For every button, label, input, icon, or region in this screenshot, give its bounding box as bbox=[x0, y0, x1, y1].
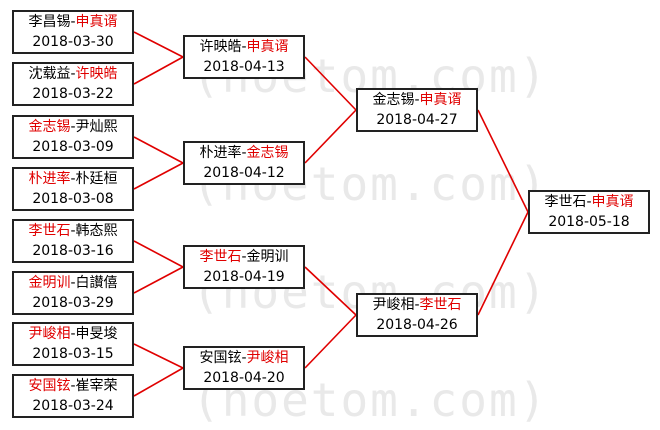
player-a: 朴进率 bbox=[28, 171, 71, 187]
player-a: 安国铉 bbox=[199, 350, 242, 366]
player-a: 李世石 bbox=[199, 249, 242, 265]
match-players: 许映皓-申真谞 bbox=[199, 39, 289, 55]
connector-r2-4 bbox=[304, 314, 357, 369]
player-b: 白讃僖 bbox=[75, 275, 118, 291]
player-b: 申旻埈 bbox=[75, 326, 118, 342]
player-a: 朴进率 bbox=[199, 145, 242, 161]
match-box-r1-4[interactable]: 朴进率-朴廷桓 2018-03-08 bbox=[12, 167, 134, 211]
player-b: 申真谞 bbox=[419, 92, 462, 108]
match-players: 尹峻相-申旻埈 bbox=[28, 326, 118, 342]
match-players: 安国铉-崔宰荣 bbox=[28, 378, 118, 394]
match-date: 2018-04-27 bbox=[376, 112, 458, 128]
match-date: 2018-04-12 bbox=[203, 165, 285, 181]
connector-r2-3 bbox=[304, 266, 357, 316]
match-date: 2018-04-19 bbox=[203, 269, 285, 285]
match-date: 2018-03-16 bbox=[32, 243, 114, 259]
player-a: 金志锡 bbox=[28, 119, 71, 135]
match-box-r2-3[interactable]: 李世石-金明训 2018-04-19 bbox=[183, 245, 305, 289]
connector-r2-1 bbox=[304, 56, 357, 111]
match-players: 尹峻相-李世石 bbox=[372, 297, 462, 313]
match-date: 2018-03-09 bbox=[32, 139, 114, 155]
match-date: 2018-04-20 bbox=[203, 370, 285, 386]
player-b: 申真谞 bbox=[75, 14, 118, 30]
connector-r1-4 bbox=[133, 162, 184, 190]
match-players: 金志锡-申真谞 bbox=[372, 92, 462, 108]
player-a: 李昌锡 bbox=[28, 14, 71, 30]
match-players: 朴进率-金志锡 bbox=[199, 145, 289, 161]
match-box-r3-2[interactable]: 尹峻相-李世石 2018-04-26 bbox=[356, 293, 478, 337]
connector-r1-1 bbox=[133, 31, 184, 58]
match-players: 李世石-申真谞 bbox=[544, 194, 634, 210]
match-box-r2-1[interactable]: 许映皓-申真谞 2018-04-13 bbox=[183, 35, 305, 79]
player-a: 金明训 bbox=[28, 275, 71, 291]
player-b: 金明训 bbox=[246, 249, 289, 265]
player-b: 尹峻相 bbox=[246, 350, 289, 366]
connector-r1-3 bbox=[133, 136, 184, 164]
player-a: 李世石 bbox=[544, 194, 587, 210]
match-date: 2018-04-13 bbox=[203, 59, 285, 75]
player-b: 申真谞 bbox=[246, 39, 289, 55]
match-box-r2-2[interactable]: 朴进率-金志锡 2018-04-12 bbox=[183, 141, 305, 185]
player-a: 沈载益 bbox=[28, 66, 71, 82]
connector-r1-7 bbox=[133, 343, 184, 369]
player-b: 韩态熙 bbox=[75, 223, 118, 239]
match-date: 2018-03-30 bbox=[32, 34, 114, 50]
player-a: 金志锡 bbox=[372, 92, 415, 108]
match-players: 李世石-韩态熙 bbox=[28, 223, 118, 239]
match-players: 沈载益-许映皓 bbox=[28, 66, 118, 82]
connector-r3-2 bbox=[477, 211, 529, 316]
match-players: 金志锡-尹灿熙 bbox=[28, 119, 118, 135]
match-date: 2018-03-24 bbox=[32, 398, 114, 414]
player-b: 申真谞 bbox=[591, 194, 634, 210]
match-date: 2018-05-18 bbox=[548, 214, 630, 230]
player-b: 尹灿熙 bbox=[75, 119, 118, 135]
player-b: 朴廷桓 bbox=[75, 171, 118, 187]
match-box-r1-3[interactable]: 金志锡-尹灿熙 2018-03-09 bbox=[12, 115, 134, 159]
match-box-r1-5[interactable]: 李世石-韩态熙 2018-03-16 bbox=[12, 219, 134, 263]
connector-r1-8 bbox=[133, 367, 184, 397]
player-b: 金志锡 bbox=[246, 145, 289, 161]
player-a: 许映皓 bbox=[199, 39, 242, 55]
match-players: 金明训-白讃僖 bbox=[28, 275, 118, 291]
match-players: 朴进率-朴廷桓 bbox=[28, 171, 118, 187]
match-players: 李昌锡-申真谞 bbox=[28, 14, 118, 30]
match-date: 2018-04-26 bbox=[376, 317, 458, 333]
connector-r1-5 bbox=[133, 240, 184, 268]
match-box-r3-1[interactable]: 金志锡-申真谞 2018-04-27 bbox=[356, 88, 478, 132]
match-date: 2018-03-22 bbox=[32, 86, 114, 102]
player-b: 崔宰荣 bbox=[75, 378, 118, 394]
player-a: 尹峻相 bbox=[372, 297, 415, 313]
player-a: 尹峻相 bbox=[28, 326, 71, 342]
connector-r1-2 bbox=[133, 56, 184, 85]
match-box-r1-1[interactable]: 李昌锡-申真谞 2018-03-30 bbox=[12, 10, 134, 54]
match-players: 李世石-金明训 bbox=[199, 249, 289, 265]
player-b: 李世石 bbox=[419, 297, 462, 313]
match-box-r1-8[interactable]: 安国铉-崔宰荣 2018-03-24 bbox=[12, 374, 134, 418]
connector-r1-6 bbox=[133, 266, 184, 294]
connector-r3-1 bbox=[477, 109, 529, 213]
match-date: 2018-03-08 bbox=[32, 191, 114, 207]
match-box-r2-4[interactable]: 安国铉-尹峻相 2018-04-20 bbox=[183, 346, 305, 390]
player-a: 安国铉 bbox=[28, 378, 71, 394]
match-date: 2018-03-15 bbox=[32, 346, 114, 362]
match-box-r1-6[interactable]: 金明训-白讃僖 2018-03-29 bbox=[12, 271, 134, 315]
player-b: 许映皓 bbox=[75, 66, 118, 82]
match-date: 2018-03-29 bbox=[32, 295, 114, 311]
match-players: 安国铉-尹峻相 bbox=[199, 350, 289, 366]
match-box-r1-7[interactable]: 尹峻相-申旻埈 2018-03-15 bbox=[12, 322, 134, 366]
player-a: 李世石 bbox=[28, 223, 71, 239]
connector-r2-2 bbox=[304, 109, 357, 164]
match-box-r1-2[interactable]: 沈载益-许映皓 2018-03-22 bbox=[12, 62, 134, 106]
match-box-final[interactable]: 李世石-申真谞 2018-05-18 bbox=[528, 190, 650, 234]
